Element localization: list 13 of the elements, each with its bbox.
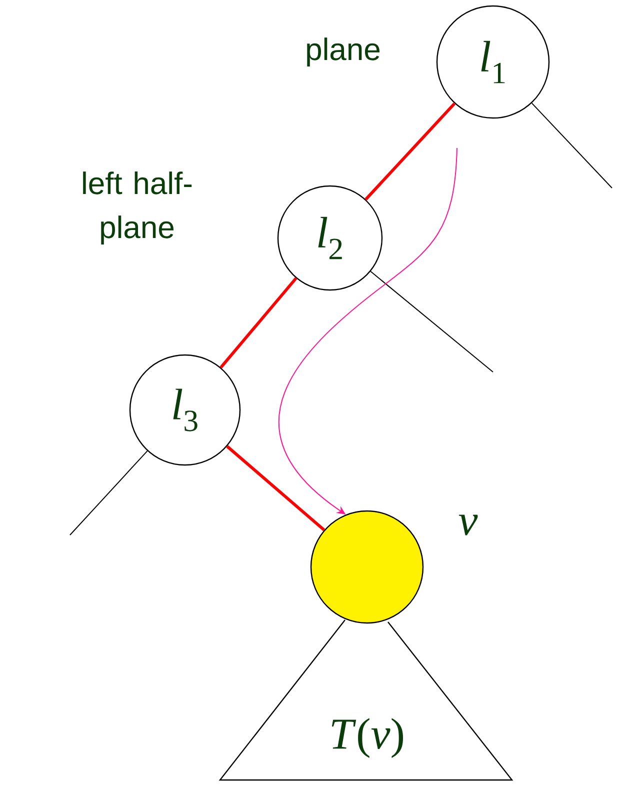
line (370, 270, 494, 372)
circle-node: l$_{1}$ (436, 5, 550, 119)
circle-node: l$_{2}$ (277, 185, 383, 291)
line (364, 102, 456, 200)
circle-node (310, 510, 424, 624)
line (70, 450, 148, 536)
node-label: left half-plane (83, 172, 192, 244)
line (226, 445, 326, 532)
circle-node: l$_{3}$ (129, 354, 241, 466)
node-label: plane (307, 38, 380, 66)
line (220, 277, 298, 368)
line (531, 102, 612, 188)
node-label: v (458, 514, 478, 536)
